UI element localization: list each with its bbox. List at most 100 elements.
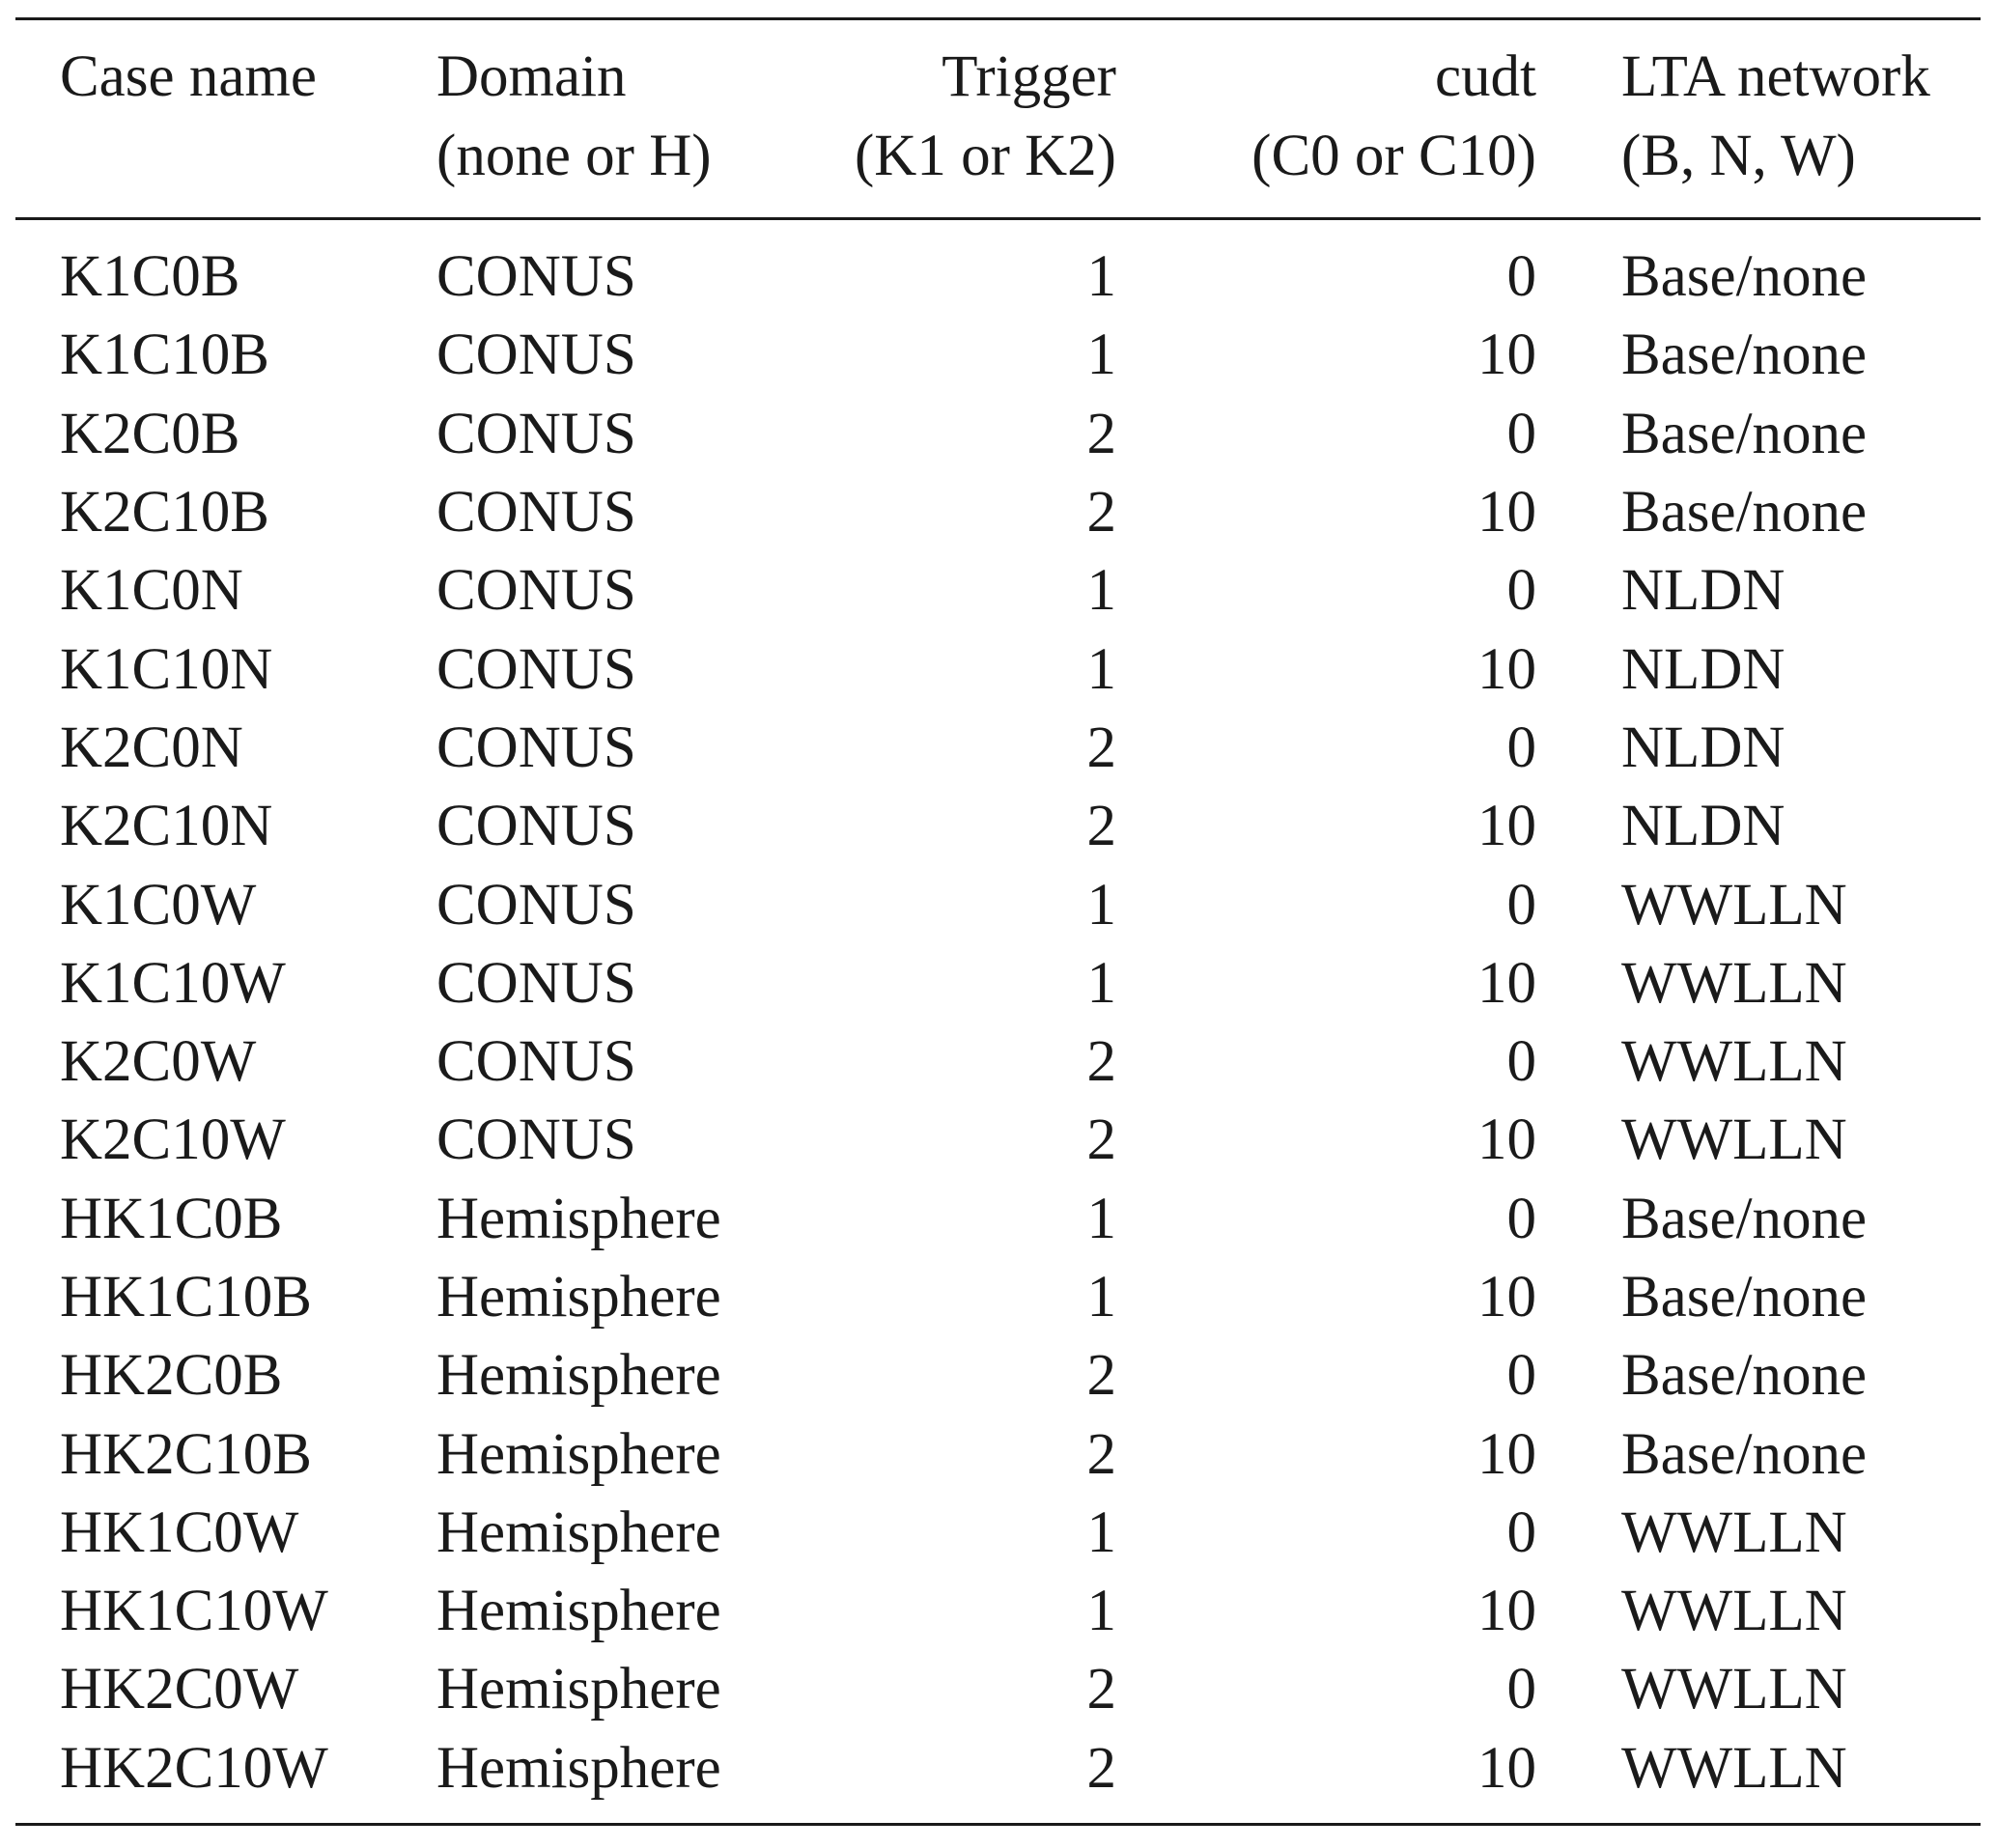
cell-domain: CONUS [436,714,636,780]
cell-case-name: HK1C10B [60,1265,312,1330]
cell-case-name: K1C10N [60,636,273,702]
cell-cudt: 0 [1506,1186,1537,1251]
cell-case-name: K2C0B [60,401,240,466]
cell-case-name: HK1C0W [60,1499,299,1565]
cell-cudt: 0 [1506,872,1537,938]
cell-trigger: 2 [1086,1029,1117,1095]
cell-cudt: 0 [1506,1343,1537,1409]
table-row: K2C10N CONUS 2 10 NLDN [15,787,1981,865]
cell-trigger: 1 [1086,558,1117,624]
cell-lta-network: NLDN [1621,558,1785,624]
cell-cudt: 0 [1506,558,1537,624]
table-row: K1C10N CONUS 1 10 NLDN [15,630,1981,708]
cell-lta-network: WWLLN [1621,872,1847,938]
cell-cudt: 10 [1477,1579,1536,1644]
cell-cudt: 0 [1506,1657,1537,1722]
cell-trigger: 1 [1086,872,1117,938]
cell-domain: CONUS [436,322,636,388]
cell-cudt: 10 [1477,1735,1536,1801]
cell-lta-network: Base/none [1621,322,1868,388]
cell-domain: CONUS [436,244,636,310]
cell-case-name: HK1C0B [60,1186,283,1251]
table-row: K2C0B CONUS 2 0 Base/none [15,395,1981,473]
header-lta-network: LTA network (B, N, W) [1536,20,1981,220]
cell-domain: CONUS [436,794,636,859]
case-table: Case name Domain (none or H) Trigger (K1… [15,20,1981,1823]
cell-domain: Hemisphere [436,1579,721,1644]
cell-trigger: 2 [1086,1107,1117,1173]
table-row: HK1C0W Hemisphere 1 0 WWLLN [15,1494,1981,1572]
cell-cudt: 10 [1477,794,1536,859]
table-header: Case name Domain (none or H) Trigger (K1… [15,20,1981,220]
cell-domain: Hemisphere [436,1343,721,1409]
cell-cudt: 10 [1477,322,1536,388]
cell-trigger: 1 [1086,1579,1117,1644]
cell-cudt: 10 [1477,636,1536,702]
cell-domain: Hemisphere [436,1265,721,1330]
cell-cudt: 10 [1477,1265,1536,1330]
cell-lta-network: WWLLN [1621,1735,1847,1801]
cell-trigger: 2 [1086,480,1117,546]
cell-domain: CONUS [436,636,636,702]
cell-trigger: 1 [1086,1499,1117,1565]
cell-trigger: 2 [1086,1657,1117,1722]
cell-case-name: HK2C10W [60,1735,328,1801]
cell-lta-network: WWLLN [1621,1579,1847,1644]
cell-trigger: 2 [1086,1735,1117,1801]
cell-case-name: K1C10W [60,950,286,1016]
cell-domain: Hemisphere [436,1499,721,1565]
cell-lta-network: NLDN [1621,636,1785,702]
cell-trigger: 2 [1086,401,1117,466]
cell-case-name: K2C10B [60,480,269,546]
table-row: HK1C10W Hemisphere 1 10 WWLLN [15,1572,1981,1650]
cell-case-name: HK2C10B [60,1421,312,1487]
cell-case-name: K1C0B [60,244,240,310]
table-row: HK1C10B Hemisphere 1 10 Base/none [15,1258,1981,1336]
cell-cudt: 0 [1506,714,1537,780]
cell-lta-network: WWLLN [1621,1499,1847,1565]
cell-lta-network: NLDN [1621,714,1785,780]
cell-cudt: 0 [1506,1029,1537,1095]
cell-trigger: 2 [1086,794,1117,859]
cell-trigger: 2 [1086,1421,1117,1487]
cell-trigger: 2 [1086,1343,1117,1409]
cell-cudt: 10 [1477,1421,1536,1487]
header-case-name: Case name [15,20,392,220]
cell-lta-network: Base/none [1621,1265,1868,1330]
bottom-rule [15,1822,1981,1826]
cell-domain: CONUS [436,558,636,624]
cell-domain: Hemisphere [436,1657,721,1722]
cell-lta-network: Base/none [1621,1421,1868,1487]
cell-trigger: 1 [1086,636,1117,702]
cell-case-name: K2C10W [60,1107,286,1173]
header-trigger: Trigger (K1 or K2) [807,20,1136,220]
cell-case-name: K2C0N [60,714,243,780]
cell-domain: Hemisphere [436,1735,721,1801]
cell-lta-network: Base/none [1621,1186,1868,1251]
cell-trigger: 1 [1086,950,1117,1016]
cell-case-name: K2C10N [60,794,273,859]
cell-lta-network: NLDN [1621,794,1785,859]
cell-case-name: HK1C10W [60,1579,328,1644]
cell-trigger: 1 [1086,1186,1117,1251]
cell-trigger: 1 [1086,244,1117,310]
cell-domain: CONUS [436,872,636,938]
cell-case-name: K1C10B [60,322,269,388]
cell-cudt: 0 [1506,1499,1537,1565]
cell-cudt: 0 [1506,401,1537,466]
cell-domain: CONUS [436,401,636,466]
cell-lta-network: Base/none [1621,401,1868,466]
cell-trigger: 1 [1086,1265,1117,1330]
cell-lta-network: WWLLN [1621,1029,1847,1095]
